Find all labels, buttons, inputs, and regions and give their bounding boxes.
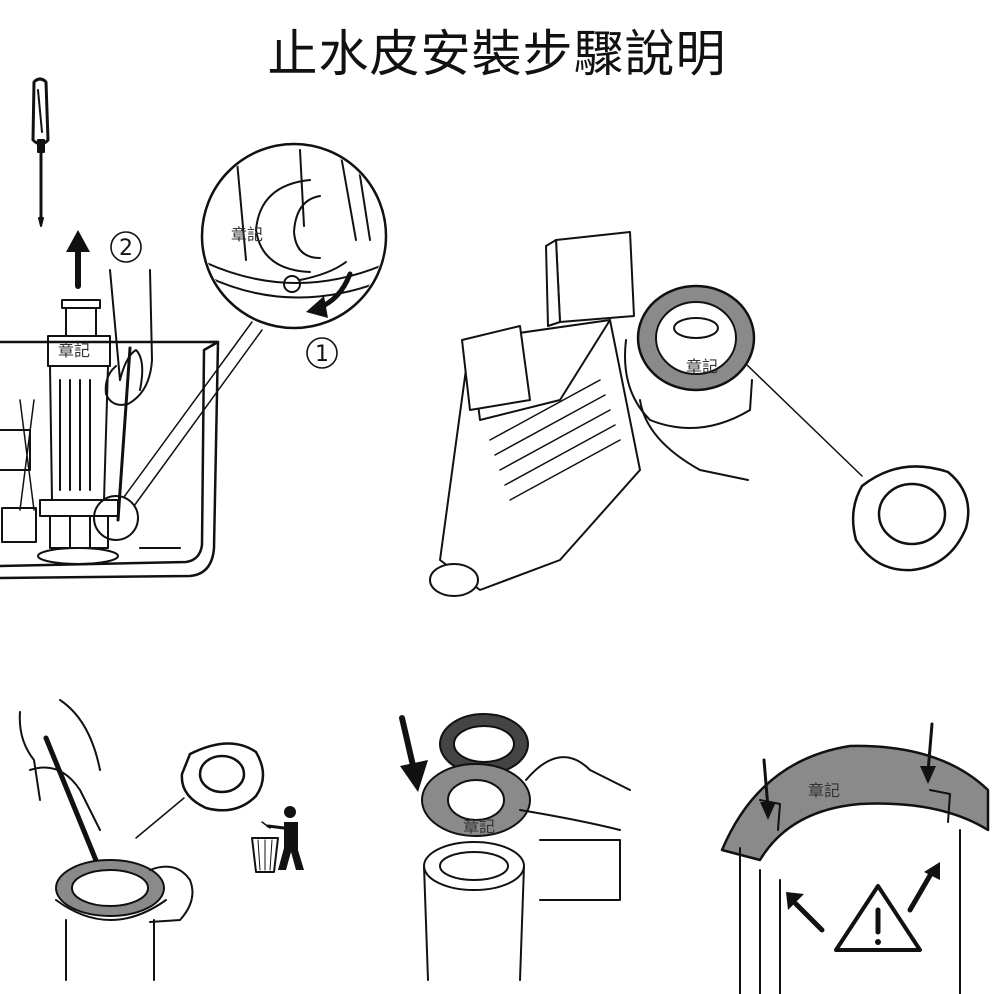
panel-seating-detail bbox=[720, 722, 990, 994]
panel-install-gasket bbox=[399, 713, 631, 981]
new-gasket bbox=[421, 713, 531, 837]
screwdriver-icon bbox=[31, 77, 50, 227]
check-arrows bbox=[786, 862, 940, 933]
removed-gasket bbox=[851, 465, 970, 572]
detail-zoom-clip: 1 bbox=[200, 142, 388, 369]
old-gasket bbox=[636, 284, 756, 392]
step-two-marker: 2 bbox=[110, 231, 142, 263]
down-arrow-icon bbox=[399, 715, 428, 792]
watermark: 章記 bbox=[808, 781, 840, 800]
trash-can-icon bbox=[251, 806, 304, 873]
warning-triangle-icon bbox=[834, 884, 922, 952]
up-arrow-icon bbox=[66, 230, 90, 289]
step-one-marker: 1 bbox=[306, 337, 338, 369]
flush-valve bbox=[37, 299, 119, 565]
page-title: 止水皮安裝步驟說明 bbox=[267, 25, 727, 83]
watermark: 章記 bbox=[686, 357, 718, 376]
hand-holding-screwdriver bbox=[104, 269, 153, 522]
step-one-label: 1 bbox=[315, 342, 329, 367]
panel-discard-gasket bbox=[18, 699, 304, 981]
watermark: 章記 bbox=[231, 225, 263, 244]
panel-remove-old-gasket bbox=[429, 231, 970, 597]
watermark: 章記 bbox=[58, 341, 90, 360]
discarded-gasket bbox=[180, 742, 265, 812]
rotate-arrow-icon bbox=[306, 271, 353, 318]
press-down-arrows bbox=[760, 722, 936, 820]
step-two-label: 2 bbox=[119, 236, 133, 261]
watermark: 章記 bbox=[463, 817, 495, 836]
panel-remove-valve: 2 bbox=[0, 77, 263, 580]
